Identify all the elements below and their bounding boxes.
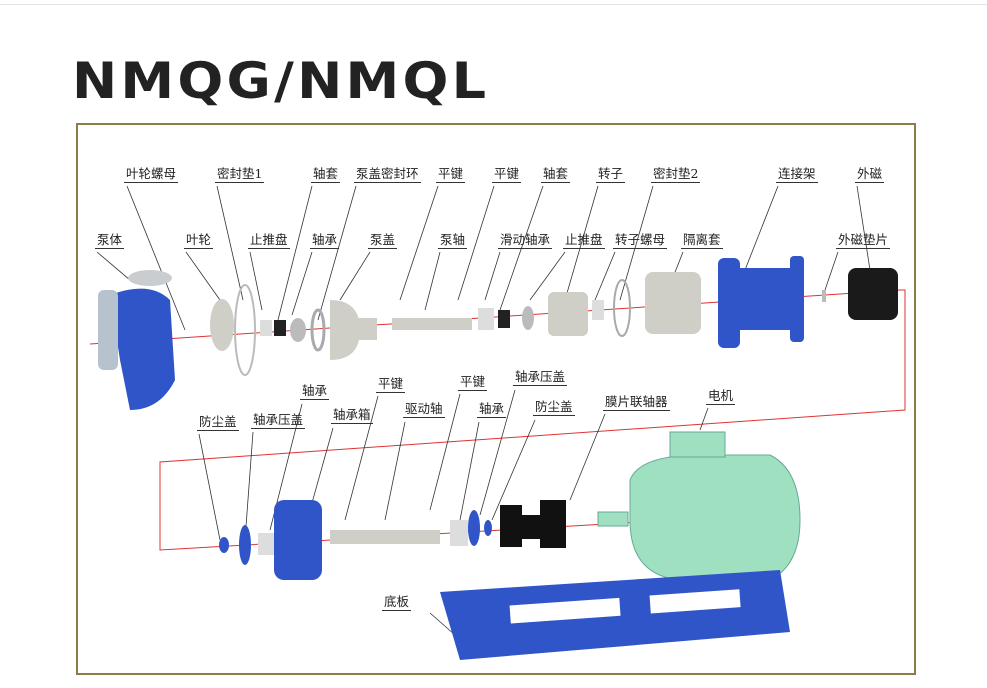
label-bearing: 轴承 [300,383,330,400]
label-motor: 电机 [706,388,736,405]
label-bearing-box: 轴承箱 [331,407,373,424]
label-connecting-frame: 连接架 [776,166,818,183]
label-impeller-nut: 叶轮螺母 [124,166,179,183]
label-seal-gasket-1: 密封垫1 [215,166,265,183]
impeller-and-seals [210,272,701,376]
motor [597,431,801,581]
label-rotor: 转子 [596,166,626,183]
label-base-plate: 底板 [382,594,412,611]
outer-magnet-gasket [822,290,826,302]
label-rotor-nut: 转子螺母 [613,232,668,249]
label-thrust-disc: 止推盘 [248,232,290,249]
label-bearing-gland: 轴承压盖 [251,412,306,429]
label-dust-cover: 防尘盖 [533,399,575,416]
label-shaft-sleeve: 轴套 [541,166,571,183]
outer-magnet [848,268,898,320]
label-pump-cover-seal-ring: 泵盖密封环 [354,166,421,183]
label-pump-body: 泵体 [95,232,125,249]
label-flat-key: 平键 [492,166,522,183]
label-flat-key: 平键 [458,374,488,391]
label-diaphragm-coupling: 膜片联轴器 [603,394,670,411]
bearing-assembly [219,500,492,580]
label-pump-cover: 泵盖 [368,232,398,249]
connecting-frame [718,256,804,348]
label-drive-shaft: 驱动轴 [403,401,445,418]
label-bearing: 轴承 [310,232,340,249]
label-outer-magnet-gasket: 外磁垫片 [836,232,891,249]
label-shaft-sleeve: 轴套 [311,166,341,183]
label-bearing: 轴承 [477,401,507,418]
diagram-frame [76,123,916,675]
label-thrust-disc: 止推盘 [563,232,605,249]
top-divider [0,4,987,5]
page-title: NMQG/NMQL [72,52,490,110]
pump-body [98,270,175,410]
label-isolation-sleeve: 隔离套 [681,232,723,249]
label-pump-shaft: 泵轴 [438,232,468,249]
label-outer-magnet: 外磁 [855,166,885,183]
diaphragm-coupling [500,500,566,548]
label-sliding-bearing: 滑动轴承 [498,232,553,249]
label-dust-cover: 防尘盖 [197,414,239,431]
base-plate [440,570,790,660]
label-flat-key: 平键 [376,376,406,393]
label-bearing-gland: 轴承压盖 [513,369,568,386]
label-seal-gasket-2: 密封垫2 [651,166,701,183]
label-flat-key: 平键 [436,166,466,183]
assembly-axis-line [89,289,906,551]
label-impeller: 叶轮 [184,232,214,249]
